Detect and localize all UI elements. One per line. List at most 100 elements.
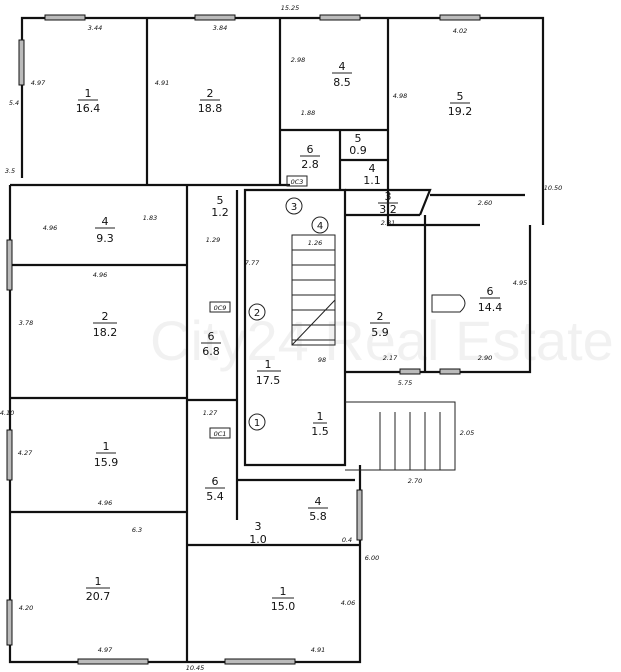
room-number: 1 <box>265 358 272 371</box>
dimension-label: 2.05 <box>460 429 474 437</box>
marker-number: 2 <box>254 308 260 319</box>
dimension-label: 4.98 <box>393 92 407 100</box>
dimension-label: 4.97 <box>98 646 113 654</box>
dimension-label: 4.95 <box>513 279 527 287</box>
dimension-label: 5.4 <box>9 99 19 107</box>
dimension-label: 2.17 <box>383 354 398 362</box>
room-area: 5.8 <box>309 510 327 523</box>
room-number: 1 <box>103 440 110 453</box>
dimension-label: 5.75 <box>398 379 412 387</box>
plan-line <box>291 234 336 346</box>
dimension-label: 14.10 <box>0 409 14 417</box>
room-area: 3.2 <box>379 203 397 216</box>
marker-4: 4 <box>311 216 329 234</box>
room-area: 20.7 <box>86 590 111 603</box>
watermark: City24 Real Estate <box>150 309 614 372</box>
room-number: 4 <box>369 162 376 175</box>
dimension-label: 1.27 <box>203 409 218 417</box>
room-number: 2 <box>207 87 214 100</box>
room-label: 65.4 <box>205 475 225 503</box>
room-number: 5 <box>355 132 362 145</box>
plan-line <box>291 249 336 346</box>
plan-line <box>20 16 545 225</box>
room-area: 6.8 <box>202 345 220 358</box>
room-label: 115.9 <box>94 440 119 469</box>
room-number: 3 <box>385 190 392 203</box>
room-label: 51.2 <box>211 194 229 219</box>
dimension-label: 2.70 <box>408 477 422 485</box>
tag-label: 98 <box>318 356 326 364</box>
room-area: 1.5 <box>311 425 329 438</box>
room-label: 49.3 <box>95 215 115 245</box>
room-area: 5.4 <box>206 490 224 503</box>
outline-rect <box>356 489 363 541</box>
outline-rect <box>439 368 461 375</box>
room-label: 218.2 <box>93 310 118 339</box>
room-area: 9.3 <box>96 232 114 245</box>
room-label: 117.5 <box>256 358 281 387</box>
room-area: 8.5 <box>333 76 351 89</box>
plan-line <box>431 294 466 313</box>
room-label: 116.4 <box>76 87 101 115</box>
dimension-label: 4.96 <box>93 271 107 279</box>
room-area: 18.2 <box>93 326 118 339</box>
dimension-label: 4.06 <box>341 599 355 607</box>
walls <box>8 16 545 664</box>
tag-label: 0C3 <box>291 178 304 186</box>
room-label: 45.8 <box>308 495 328 523</box>
dimension-label: 4.96 <box>43 224 57 232</box>
tag-label: 6.3 <box>132 526 142 534</box>
outline-rect <box>319 14 361 21</box>
room-area: 19.2 <box>448 105 473 118</box>
dimension-label: 2.98 <box>291 56 305 64</box>
outline-rect <box>439 14 481 21</box>
plan-line <box>345 401 456 471</box>
outline-rect <box>6 599 13 646</box>
room-number: 4 <box>339 60 346 73</box>
marker-number: 1 <box>254 418 260 429</box>
room-label: 218.8 <box>198 87 223 115</box>
dimension-label: 2.81 <box>381 219 395 227</box>
dimension-label: 4.96 <box>98 499 112 507</box>
dimension-label: 1.26 <box>308 239 322 247</box>
outline-rect <box>286 175 308 187</box>
room-label: 115.0 <box>271 585 296 613</box>
windows <box>6 14 481 665</box>
room-number: 4 <box>102 215 109 228</box>
dimension-label: 3.84 <box>213 24 227 32</box>
dimension-label: 4.91 <box>311 646 325 654</box>
room-label: 519.2 <box>448 90 473 118</box>
tag-label: 0.4 <box>342 536 352 544</box>
plan-line <box>345 188 432 216</box>
dimension-label: 4.97 <box>31 79 46 87</box>
plan-line <box>8 185 362 664</box>
room-number: 2 <box>102 310 109 323</box>
room-labels: 116.4 218.8 48.5 519.2 62.8 50.9 41.1 49… <box>76 60 503 613</box>
room-label: 25.9 <box>370 310 390 339</box>
outline-rect <box>399 368 421 375</box>
room-number: 6 <box>212 475 219 488</box>
marker-1: 1 <box>248 413 266 431</box>
dimension-label: 4.27 <box>18 449 33 457</box>
marker-3: 3 <box>285 197 303 215</box>
room-area: 16.4 <box>76 102 101 115</box>
dimension-labels: 15.25 3.44 3.84 4.02 4.97 4.91 4.98 5.4 … <box>0 4 562 672</box>
plan-line <box>379 412 441 470</box>
dimension-label: 1.88 <box>301 109 315 117</box>
room-area: 2.8 <box>301 158 319 171</box>
room-area: 17.5 <box>256 374 281 387</box>
outline-rect <box>44 14 86 21</box>
room-area: 1.2 <box>211 206 229 219</box>
room-number: 1 <box>85 87 92 100</box>
marker-number: 4 <box>317 221 323 232</box>
room-label: 33.2 <box>378 190 398 216</box>
dimension-label: 3.5 <box>5 167 15 175</box>
marker-circle <box>285 197 303 215</box>
marker-circle <box>248 303 266 321</box>
outline-rect <box>6 239 13 291</box>
circled-markers: 1 2 3 4 <box>248 197 329 431</box>
dimension-label: 7.77 <box>245 259 260 267</box>
outline-rect <box>194 14 236 21</box>
marker-2: 2 <box>248 303 266 321</box>
